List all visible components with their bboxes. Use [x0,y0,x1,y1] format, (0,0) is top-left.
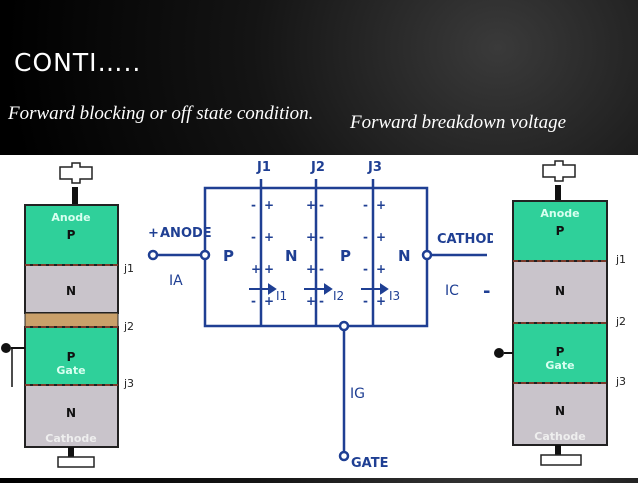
left-n-layer [24,264,119,314]
scr-junction-diagram: J1 J2 J3 + ANODE CATHODE - GATE P N P N … [147,160,506,471]
right-n-layer [512,260,608,324]
right-scr-panel: Anode P N P Gate N Cathode j1 j2 j3 [493,155,638,478]
svg-text:+: + [376,294,386,308]
current-label-ig: IG [350,386,365,402]
current-label-ic: IC [445,283,459,299]
left-layer-label: P [67,350,76,364]
left-gate-label: Gate [56,364,85,377]
anode-plus-sign: + [148,226,159,241]
svg-text:-: - [319,198,324,212]
left-anode-label: Anode [51,211,90,224]
anode-node [147,249,159,261]
junction-label-j3: J3 [367,160,382,175]
current-label-i2: I2 [333,289,344,303]
right-gate-label: Gate [545,359,574,372]
cathode-terminal-icon [540,445,582,466]
gate-terminal-node [338,450,350,462]
anode-terminal-icon [542,160,576,201]
left-junction-label: j3 [123,377,134,390]
cathode-node [421,249,433,261]
cathode-terminal-icon [57,447,95,468]
region-label-n1: N [285,247,298,265]
charge-signs: -+ -+ ++ -+ +- +- +- +- -+ -+ -+ -+ [251,198,386,308]
right-layer-label: P [556,345,565,359]
svg-text:+: + [376,198,386,212]
svg-text:+: + [264,230,274,244]
svg-text:+: + [376,262,386,276]
svg-text:+: + [264,198,274,212]
svg-text:-: - [319,262,324,276]
svg-text:-: - [363,262,368,276]
anode-label: ANODE [160,226,212,241]
right-junction-label: j1 [615,253,626,266]
left-n-cathode-layer [24,384,119,448]
cathode-minus-sign: - [483,281,490,302]
svg-text:-: - [363,198,368,212]
gate-node [338,320,350,332]
svg-text:+: + [306,198,316,212]
right-cathode-label: Cathode [534,430,585,443]
right-layer-label: P [556,224,565,238]
svg-text:-: - [251,294,256,308]
left-layer-label: P [67,228,76,242]
svg-text:+: + [251,262,261,276]
svg-text:+: + [306,230,316,244]
left-depletion-region [24,312,119,328]
svg-text:+: + [306,262,316,276]
cathode-label: CATHODE [437,232,493,247]
svg-text:+: + [306,294,316,308]
region-label-p1: P [223,247,234,265]
right-anode-label: Anode [540,207,579,220]
svg-text:+: + [376,230,386,244]
left-junction-label: j2 [123,320,134,333]
svg-text:+: + [264,262,274,276]
region-label-n2: N [398,247,411,265]
svg-text:-: - [363,294,368,308]
gate-terminal-icon [494,348,513,358]
left-scr-panel: Anode P N P Gate N Cathode j1 j2 j3 [0,155,145,478]
right-n-cathode-layer [512,382,608,446]
svg-text:-: - [251,198,256,212]
anode-terminal-icon [59,162,93,205]
svg-text:-: - [363,230,368,244]
right-junction-label: j3 [615,375,626,388]
svg-text:-: - [319,230,324,244]
left-caption: Forward blocking or off state condition. [8,103,314,124]
left-scr-diagram: Anode P N P Gate N Cathode j1 j2 j3 [1,162,134,468]
junction-label-j2: J2 [310,160,325,175]
slide-title: CONTI….. [14,48,142,77]
gate-terminal-icon [1,343,25,387]
p-node [199,249,211,261]
current-label-i3: I3 [389,289,400,303]
current-label-ia: IA [169,273,183,289]
left-junction-label: j1 [123,262,134,275]
gate-label: GATE [351,456,388,471]
center-circuit-panel: J1 J2 J3 + ANODE CATHODE - GATE P N P N … [145,155,506,478]
svg-text:-: - [319,294,324,308]
svg-text:+: + [264,294,274,308]
left-layer-label: N [66,406,76,420]
region-label-p2: P [340,247,351,265]
junction-label-j1: J1 [256,160,271,175]
left-layer-label: N [66,284,76,298]
right-layer-label: N [555,284,565,298]
right-scr-diagram: Anode P N P Gate N Cathode j1 j2 j3 [494,160,626,466]
left-cathode-label: Cathode [45,432,96,445]
right-junction-label: j2 [615,315,626,328]
svg-text:-: - [251,230,256,244]
right-layer-label: N [555,404,565,418]
current-label-i1: I1 [276,289,287,303]
left-p-anode-layer [24,204,119,266]
right-caption: Forward breakdown voltage [350,112,567,133]
